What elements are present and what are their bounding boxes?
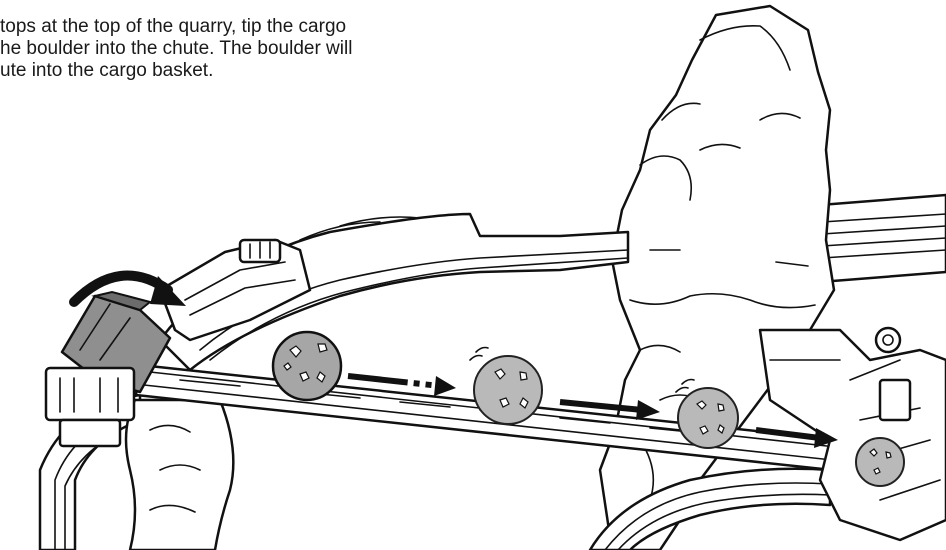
car-base [44,366,136,448]
instruction-line-1: tops at the top of the quarry, tip the c… [0,16,347,37]
train-engine [158,238,312,342]
rock-support [124,398,235,550]
boulder [271,330,343,402]
instruction-line-2: he boulder into the chute. The boulder w… [0,38,353,59]
motion-arrows [347,373,838,448]
boulder [855,437,905,487]
motion-arrow-icon [347,373,456,396]
tip-arrow-icon [69,270,186,307]
instruction-text: tops at the top of the quarry, tip the c… [0,16,470,82]
motion-arrow-icon [559,399,660,420]
cargo-basket [758,326,946,542]
instruction-line-3: ute into the cargo basket. [0,60,214,81]
rock-tower [598,4,836,550]
boulder [675,378,739,449]
motion-arrow-icon [755,427,838,448]
boulder [469,346,543,425]
upper-track-right [818,193,946,284]
